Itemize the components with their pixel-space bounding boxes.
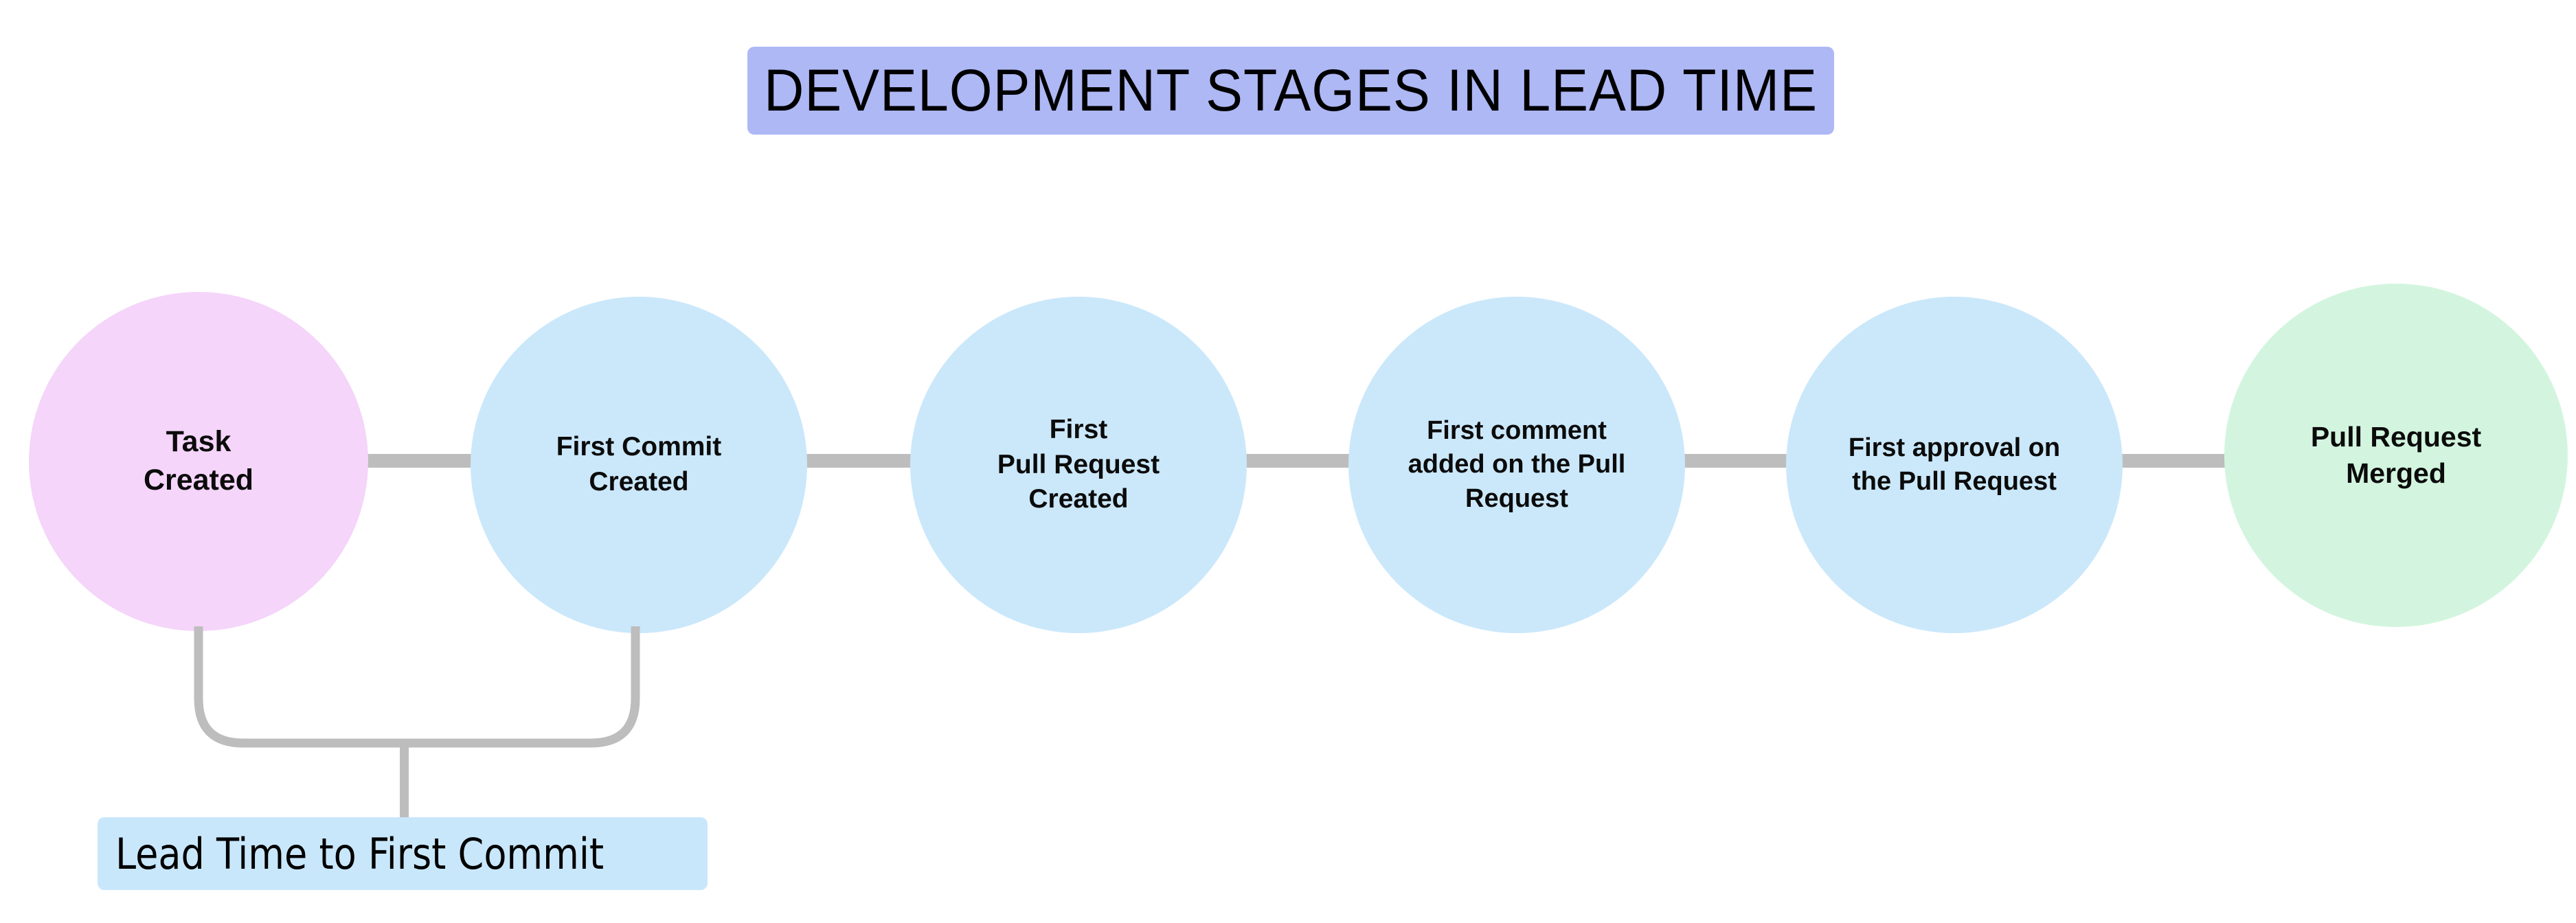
page-title: DEVELOPMENT STAGES IN LEAD TIME	[763, 57, 1818, 124]
connector-pr-to-comment	[1243, 454, 1353, 468]
lead-time-bracket	[194, 626, 640, 749]
node-label: First approval on the Pull Request	[1848, 433, 2061, 496]
node-label: First comment added on the Pull Request	[1408, 415, 1626, 513]
connector-task-to-commit	[364, 454, 474, 468]
node-pull-request-merged[interactable]: Pull Request Merged	[2224, 284, 2568, 627]
lead-time-label-text: Lead Time to First Commit	[115, 828, 605, 879]
lead-time-label-box[interactable]: Lead Time to First Commit	[98, 817, 708, 890]
connector-approval-to-merged	[2119, 454, 2229, 468]
connector-comment-to-approval	[1683, 454, 1793, 468]
node-first-commit-created[interactable]: First Commit Created	[471, 297, 807, 633]
node-first-pull-request-created[interactable]: First Pull Request Created	[910, 297, 1247, 633]
lead-time-bracket-stem	[400, 744, 409, 819]
node-label: Pull Request Merged	[2310, 420, 2482, 489]
node-label: Task Created	[143, 425, 254, 497]
node-task-created[interactable]: Task Created	[29, 292, 368, 631]
node-label: First Pull Request Created	[997, 414, 1160, 514]
connector-commit-to-pr	[804, 454, 914, 468]
node-first-approval-on-pull-request[interactable]: First approval on the Pull Request	[1786, 297, 2123, 633]
node-first-comment-on-pull-request[interactable]: First comment added on the Pull Request	[1348, 297, 1685, 633]
diagram-title-banner: DEVELOPMENT STAGES IN LEAD TIME	[747, 47, 1834, 135]
node-label: First Commit Created	[556, 432, 722, 497]
